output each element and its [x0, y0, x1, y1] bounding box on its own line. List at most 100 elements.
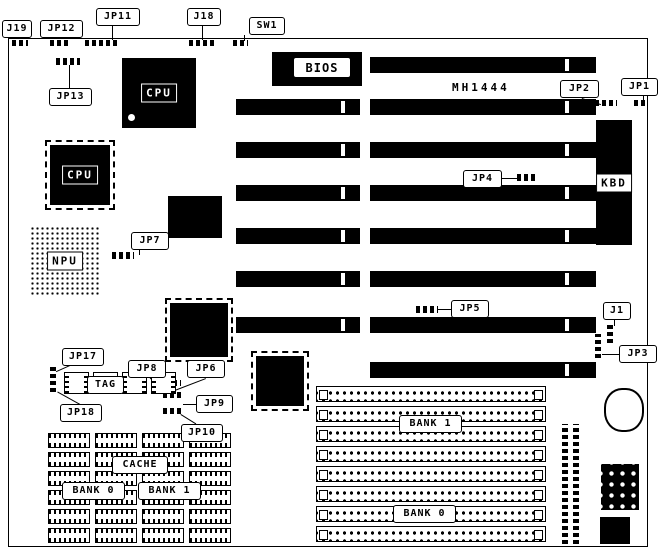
callout-jp17: JP17: [62, 348, 104, 366]
cache-label: CACHE: [112, 456, 168, 474]
tag-ram-chip: [64, 372, 89, 394]
dram-chip: [189, 471, 231, 486]
leader-line: [501, 178, 518, 179]
callout-jp11: JP11: [96, 8, 140, 26]
simm-socket: [316, 446, 546, 462]
jumper-pins-jp10: [163, 408, 183, 414]
jumper-pins-jp2: [595, 100, 617, 106]
keyboard-din-connector: [604, 388, 644, 432]
cpu-chip: CPU: [122, 58, 196, 128]
isa-slot: [370, 362, 596, 378]
leader-line: [183, 404, 197, 405]
corner-chip: [600, 517, 630, 544]
npu-label: NPU: [47, 251, 83, 271]
callout-j18: J18: [187, 8, 221, 26]
dram-chip: [95, 528, 137, 543]
dram-chip: [142, 433, 184, 448]
leader-line: [112, 26, 113, 40]
dram-chip: [189, 509, 231, 524]
isa-slot: [236, 99, 360, 115]
bank1-left-label: BANK 1: [138, 482, 201, 500]
simm-socket: [316, 386, 546, 402]
callout-jp5: JP5: [451, 300, 489, 318]
jumper-pins-jp1: [634, 100, 648, 106]
cpu-label: CPU: [62, 165, 98, 185]
isa-slot: [370, 142, 596, 158]
dram-chip: [48, 509, 90, 524]
bank1-right-label: BANK 1: [399, 415, 462, 433]
isa-slot: [236, 317, 360, 333]
leader-line: [244, 35, 245, 41]
jumper-pins-jp6-jp9: [163, 392, 183, 398]
leader-line: [69, 65, 70, 89]
leader-line: [602, 354, 620, 355]
jumper-pins-jp11: [85, 40, 119, 46]
dram-chip: [95, 509, 137, 524]
jumper-pins-jp7: [112, 252, 134, 259]
simm-socket: [316, 466, 546, 482]
callout-jp10: JP10: [181, 424, 223, 442]
callout-jp6: JP6: [187, 360, 225, 378]
callout-jp3: JP3: [619, 345, 657, 363]
tag-label: TAG: [87, 376, 124, 394]
dram-chip: [189, 452, 231, 467]
isa-slot: [236, 271, 360, 287]
callout-jp2: JP2: [560, 80, 599, 98]
callout-jp8: JP8: [128, 360, 166, 378]
simm-socket: [316, 526, 546, 542]
cpu-qfp-chip: CPU: [45, 140, 115, 210]
dram-chip: [48, 528, 90, 543]
dram-chip: [48, 433, 90, 448]
callout-jp1: JP1: [621, 78, 658, 96]
dram-chip: [48, 452, 90, 467]
jumper-pins-jp17-jp18: [50, 366, 56, 392]
tag-ram-chip: [151, 372, 176, 394]
isa-slot: [236, 185, 360, 201]
jumper-pins-j19: [12, 40, 28, 46]
cpu-label: CPU: [141, 83, 177, 103]
callout-sw1: SW1: [249, 17, 285, 35]
jumper-pins-j1: [607, 325, 613, 343]
dram-chip: [142, 509, 184, 524]
isa-slot: [370, 317, 596, 333]
tag-ram-chip: [122, 372, 147, 394]
jumper-pins-jp12: [50, 40, 68, 46]
callout-jp13: JP13: [49, 88, 92, 106]
jumper-pins-sw1: [233, 40, 248, 46]
dram-chip: [142, 471, 184, 486]
bios-label: BIOS: [293, 57, 351, 78]
isa-slot: [236, 142, 360, 158]
jumper-pins-jp5: [416, 306, 438, 313]
callout-jp7: JP7: [131, 232, 169, 250]
jumper-pins-jp13: [56, 58, 80, 65]
isa-slot: [370, 185, 596, 201]
controller-qfp-chip: [165, 298, 233, 362]
jumper-pins-jp4: [517, 174, 537, 181]
bank0-left-label: BANK 0: [62, 482, 125, 500]
isa-slot: [370, 228, 596, 244]
leader-line: [438, 309, 452, 310]
callout-jp12: JP12: [40, 20, 83, 38]
isa-slot: [236, 228, 360, 244]
dram-chip: [48, 471, 90, 486]
callout-jp9: JP9: [196, 395, 233, 413]
dram-chip: [142, 528, 184, 543]
header-pins-column: [562, 424, 568, 544]
callout-j1: J1: [603, 302, 631, 320]
jumper-pins-j18: [189, 40, 217, 46]
isa-slot: [370, 57, 596, 73]
header-pins-column: [573, 424, 579, 544]
chipset-chip: [168, 196, 222, 238]
io-qfp-chip: [251, 351, 309, 411]
pin1-dot: [128, 114, 135, 121]
leader-line: [139, 250, 140, 255]
dram-chip: [95, 433, 137, 448]
power-connector: [601, 464, 639, 510]
callout-j19: J19: [2, 20, 32, 38]
npu-socket: NPU: [30, 226, 100, 296]
leader-line: [643, 96, 644, 101]
leader-line: [614, 320, 615, 326]
bank0-right-label: BANK 0: [393, 505, 456, 523]
jumper-pins-jp3: [595, 334, 601, 358]
